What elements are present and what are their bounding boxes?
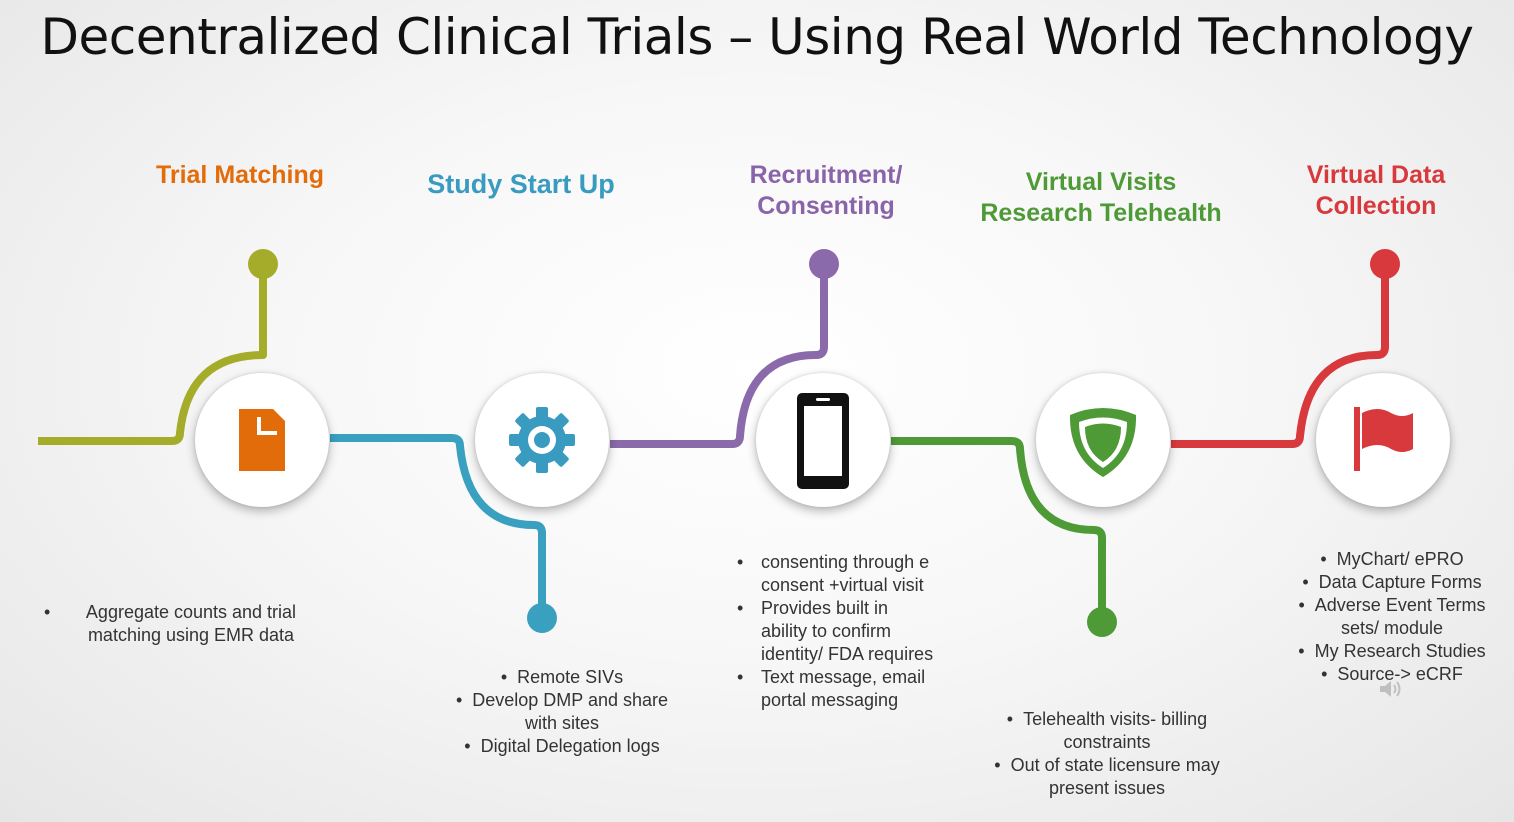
list-item: Provides built in ability to confirm ide… [737, 597, 937, 666]
stage-title-virtual-data-collection: Virtual Data Collection [1266, 160, 1486, 222]
document-icon [239, 409, 285, 471]
list-item: Out of state licensure may present issue… [962, 754, 1252, 800]
gear-icon [509, 407, 575, 473]
list-item: Develop DMP and share with sites [452, 689, 672, 735]
list-item: MyChart/ ePRO [1296, 548, 1488, 571]
stage-title-line: Collection [1315, 192, 1437, 220]
stage-title-line: Recruitment/ [749, 161, 903, 189]
connector-stage-4 [891, 437, 1106, 622]
list-item: Telehealth visits- billing constraints [962, 708, 1252, 754]
slide-title: Decentralized Clinical Trials – Using Re… [40, 8, 1474, 66]
bullets-virtual-visits: Telehealth visits- billing constraints O… [962, 708, 1252, 800]
stage-title-study-start-up: Study Start Up [396, 169, 646, 200]
connector-stage-5 [1171, 264, 1389, 448]
stage-title-line: Research Telehealth [980, 199, 1222, 227]
list-item: Source-> eCRF [1296, 663, 1488, 686]
stage-title-line: Study Start Up [427, 169, 615, 199]
shield-icon [1069, 408, 1137, 477]
list-item: Digital Delegation logs [452, 735, 672, 758]
stage-node-virtual-visits [1036, 373, 1170, 507]
list-item: consenting through e consent +virtual vi… [737, 551, 937, 597]
stage-title-line: Virtual Data [1306, 161, 1446, 189]
list-item: Text message, email portal messaging [737, 666, 937, 712]
stage-title-recruitment-consenting: Recruitment/ Consenting [706, 160, 946, 222]
smartphone-icon [797, 393, 849, 489]
list-item: Adverse Event Terms sets/ module [1296, 594, 1488, 640]
connector-stage-3 [610, 264, 828, 448]
stage-node-study-start-up [475, 373, 609, 507]
endpoint-dot-stage-2 [527, 603, 557, 633]
stage-title-line: Trial Matching [155, 161, 325, 189]
connector-stage-1 [38, 264, 267, 445]
endpoint-dot-stage-3 [809, 249, 839, 279]
list-item: My Research Studies [1296, 640, 1488, 663]
stage-title-line: Consenting [757, 192, 895, 220]
connector-stage-2 [330, 434, 546, 618]
stage-node-trial-matching [195, 373, 329, 507]
speaker-icon[interactable] [1378, 678, 1404, 700]
bullets-study-start-up: Remote SIVs Develop DMP and share with s… [452, 666, 672, 758]
stage-title-line: Virtual Visits [1025, 168, 1177, 196]
stage-title-trial-matching: Trial Matching [120, 160, 360, 191]
list-item: Aggregate counts and trial matching usin… [44, 601, 314, 647]
stage-node-recruitment [756, 373, 890, 507]
bullets-recruitment: consenting through e consent +virtual vi… [737, 551, 937, 712]
endpoint-dot-stage-4 [1087, 607, 1117, 637]
bullets-virtual-data-collection: MyChart/ ePRO Data Capture Forms Adverse… [1296, 548, 1488, 686]
stage-node-virtual-data-collection [1316, 373, 1450, 507]
endpoint-dot-stage-1 [248, 249, 278, 279]
list-item: Data Capture Forms [1296, 571, 1488, 594]
stage-title-virtual-visits: Virtual Visits Research Telehealth [960, 167, 1242, 229]
flag-icon [1354, 407, 1413, 471]
bullets-trial-matching: Aggregate counts and trial matching usin… [44, 601, 314, 647]
endpoint-dot-stage-5 [1370, 249, 1400, 279]
list-item: Remote SIVs [452, 666, 672, 689]
